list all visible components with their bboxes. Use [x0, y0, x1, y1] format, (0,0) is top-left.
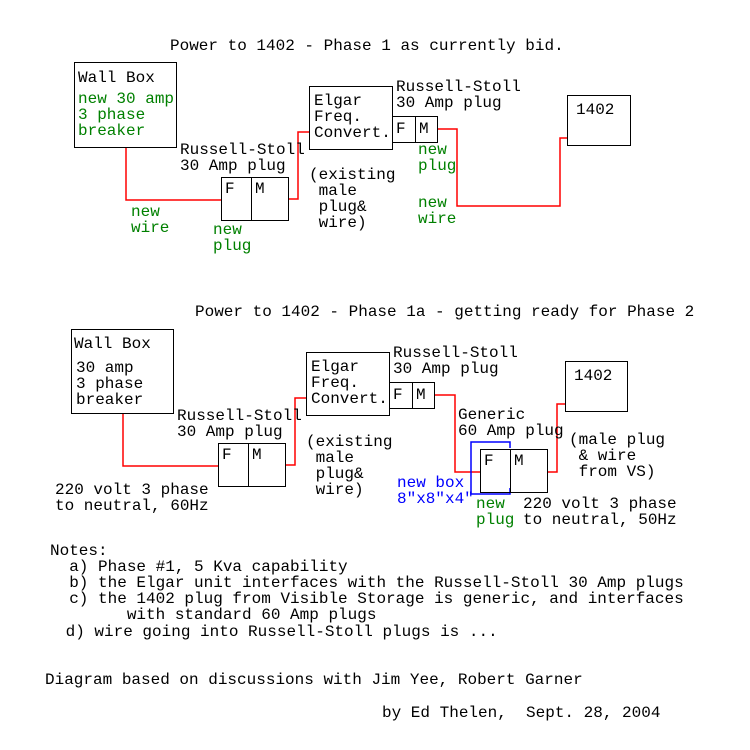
supply-note: to neutral, 60Hz: [55, 497, 209, 515]
female-label: F: [393, 386, 403, 404]
rs-plug-label-2: Russell-Stoll: [393, 344, 518, 362]
vs-note: (male plug: [569, 431, 666, 449]
rs-plug-label: Russell-Stoll: [180, 141, 305, 159]
wall-box-title: Wall Box: [74, 335, 151, 353]
new-wire-label: wire: [418, 210, 457, 228]
rs-plug-label: 30 Amp plug: [180, 157, 286, 175]
rs-plug-4: F M: [389, 382, 435, 409]
rs-plug-1: F M: [221, 177, 289, 221]
male-label: M: [252, 446, 262, 464]
wall-box-line: breaker: [78, 122, 146, 140]
computer-1402-box-1: 1402: [567, 95, 631, 146]
existing-note: male: [306, 449, 355, 467]
credits-discussion: Diagram based on discussions with Jim Ye…: [45, 671, 583, 689]
credits-author: by Ed Thelen, Sept. 28, 2004: [382, 704, 661, 722]
elgar-line: Elgar: [311, 358, 360, 376]
note-item: c) the 1402 plug from Visible Storage is…: [50, 590, 684, 608]
wire-elgar-to-1402-1: [437, 128, 568, 207]
elgar-line: Freq.: [314, 108, 363, 126]
new-plug-label: new: [213, 221, 242, 239]
notes-heading: Notes:: [50, 542, 108, 560]
male-label: M: [416, 386, 426, 404]
note-item: d) wire going into Russell-Stoll plugs i…: [56, 623, 498, 641]
elgar-line: Convert.: [314, 124, 391, 142]
rs-plug-3: F M: [218, 443, 286, 487]
existing-note: wire): [306, 481, 364, 499]
wall-box-line: breaker: [76, 391, 144, 409]
wall-box-line: 3 phase: [78, 106, 146, 124]
output-note: to neutral, 50Hz: [523, 511, 677, 529]
wall-box-line: 3 phase: [76, 375, 144, 393]
male-label: M: [514, 452, 524, 470]
new-plug-label: plug: [418, 157, 457, 175]
phase1-title: Power to 1402 - Phase 1 as currently bid…: [170, 37, 564, 55]
new-plug-label: new: [418, 141, 447, 159]
rs-plug-2: F M: [392, 116, 438, 143]
existing-note: (existing: [306, 433, 393, 451]
wall-box-1: Wall Box new 30 amp 3 phase breaker: [74, 62, 177, 148]
existing-note: plug&: [309, 198, 367, 216]
output-note: 220 volt 3 phase: [523, 495, 677, 513]
elgar-line: Freq.: [311, 374, 360, 392]
existing-note: (existing: [309, 166, 396, 184]
generic-plug-label: 60 Amp plug: [458, 422, 564, 440]
new-wire-label: new: [418, 194, 447, 212]
note-item: a) Phase #1, 5 Kva capability: [50, 558, 348, 576]
new-plug-label: plug: [476, 511, 515, 529]
note-item: b) the Elgar unit interfaces with the Ru…: [50, 574, 684, 592]
female-label: F: [225, 180, 235, 198]
wall-box-2: Wall Box 30 amp 3 phase breaker: [71, 329, 174, 414]
elgar-line: Elgar: [314, 92, 363, 110]
new-box-label: new box: [397, 474, 465, 492]
wall-box-title: Wall Box: [78, 69, 155, 87]
supply-note: 220 volt 3 phase: [55, 481, 209, 499]
elgar-converter-2: Elgar Freq. Convert.: [306, 352, 390, 416]
elgar-converter-1: Elgar Freq. Convert.: [309, 86, 393, 150]
male-label: M: [419, 120, 429, 138]
elgar-line: Convert.: [311, 390, 388, 408]
vs-note: & wire: [569, 447, 637, 465]
rs-plug-label-2: 30 Amp plug: [396, 94, 502, 112]
generic-60a-plug: F M: [480, 449, 548, 493]
new-wire-label: new: [131, 203, 160, 221]
female-label: F: [396, 120, 406, 138]
computer-1402-box-2: 1402: [565, 361, 628, 412]
new-wire-label: wire: [131, 219, 170, 237]
new-plug-label: new: [476, 495, 505, 513]
female-label: F: [222, 446, 232, 464]
generic-plug-label: Generic: [458, 406, 526, 424]
note-item: with standard 60 Amp plugs: [50, 606, 377, 624]
new-plug-label: plug: [213, 237, 252, 255]
computer-label: 1402: [574, 367, 613, 385]
rs-plug-label-2: 30 Amp plug: [393, 360, 499, 378]
phase1a-title: Power to 1402 - Phase 1a - getting ready…: [195, 303, 695, 321]
new-box-label: 8"x8"x4": [397, 490, 474, 508]
female-label: F: [484, 452, 494, 470]
wall-box-line: 30 amp: [76, 359, 134, 377]
computer-label: 1402: [576, 101, 615, 119]
existing-note: male: [309, 182, 358, 200]
vs-note: from VS): [569, 463, 656, 481]
rs-plug-label-2: Russell-Stoll: [396, 78, 521, 96]
male-label: M: [255, 180, 265, 198]
existing-note: wire): [309, 214, 367, 232]
existing-note: plug&: [306, 465, 364, 483]
rs-plug-label: Russell-Stoll: [177, 407, 302, 425]
rs-plug-label: 30 Amp plug: [177, 423, 283, 441]
wall-box-line: new 30 amp: [78, 90, 175, 108]
